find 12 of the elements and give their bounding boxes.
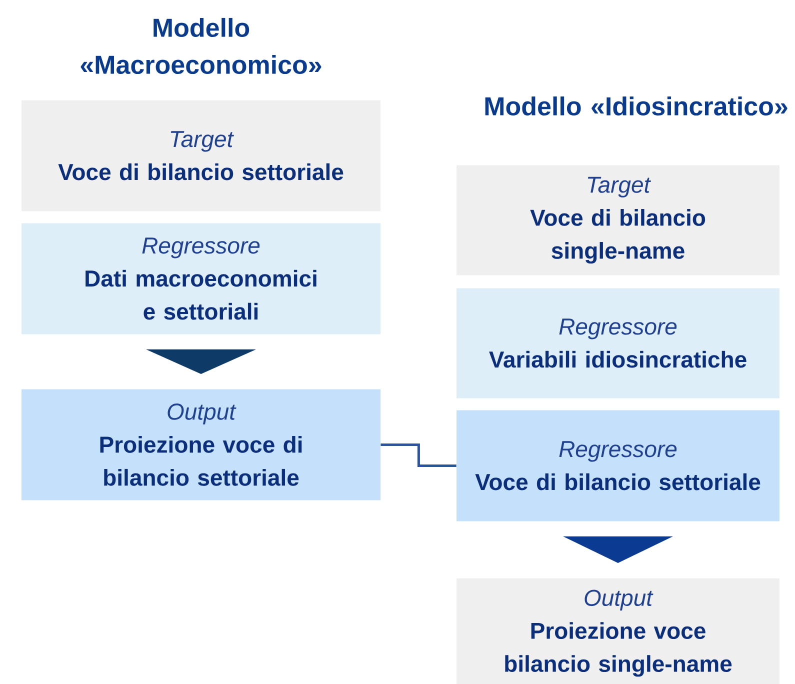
- text-box: Regressore Variabili idiosincratiche: [456, 288, 780, 398]
- text-box: Regressore Voce di bilancio settoriale: [456, 410, 780, 522]
- column-heading: Modello «Idiosincratico»: [485, 96, 788, 116]
- connector-line: [380, 443, 456, 467]
- column-heading: Modello «Macroeconomico»: [80, 18, 322, 74]
- chevron-arrow: [146, 349, 256, 374]
- text-box: Output Proiezione voce bilancio single-name: [456, 578, 780, 684]
- text-box: Target Voce di bilancio settoriale: [22, 100, 380, 212]
- text-box: Regressore Dati macroeconomici e settoriali: [22, 223, 380, 334]
- text-box: Output Proiezione voce di bilancio settoriale: [22, 389, 380, 500]
- text-box: Target Voce di bilancio single-name: [456, 165, 780, 276]
- chevron-arrow: [563, 536, 673, 563]
